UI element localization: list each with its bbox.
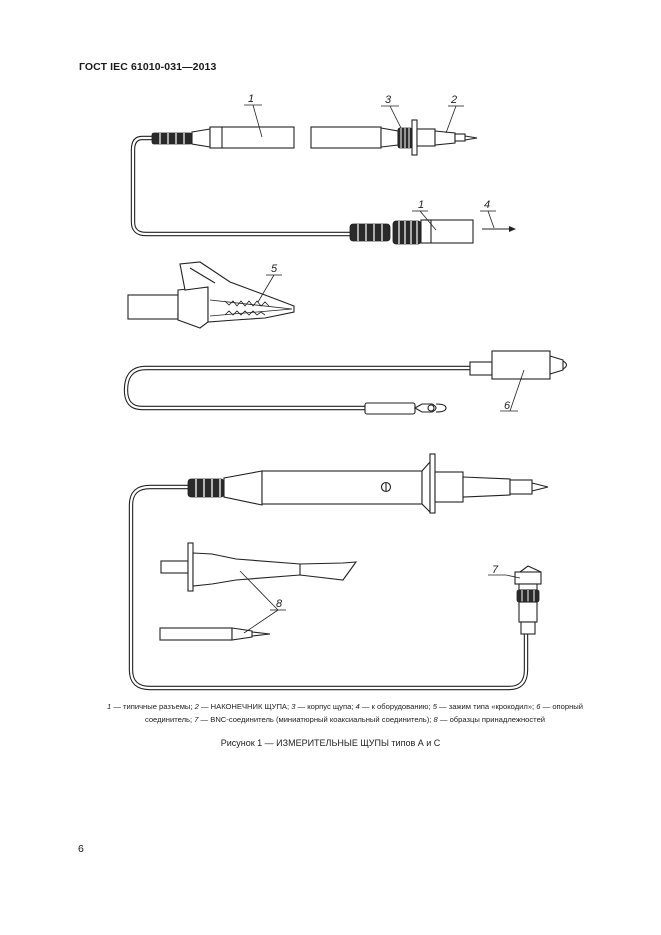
legend-num-1: 1 [106,702,112,711]
figure-caption: Рисунок 1 — ИЗМЕРИТЕЛЬНЫЕ ЩУПЫ типов А и… [220,738,441,748]
legend-text-3: — корпус щупа; [295,702,356,711]
figure-legend: 1 — типичные разъемы; 2 — НАКОНЕЧНИК ЩУП… [85,701,605,726]
legend-text-8: — образцы принадлежностей [437,714,546,724]
legend-text-1: — типичные разъемы; [111,702,195,711]
document-header: ГОСТ IEC 61010-031—2013 [79,61,217,73]
legend-num-2: 2 [194,702,199,711]
legend-num-6: 6 [536,702,541,711]
label-5: 5 [271,263,278,275]
legend-num-4: 4 [355,702,360,711]
legend-text-4: — к оборудованию; [359,702,433,711]
connector-bottom [349,219,474,245]
accessory-samples [159,542,358,641]
legend-text-6: — опорный соединитель; [144,702,583,724]
legend-text-7: — BNC-соединитель (миниатюрный коаксиаль… [198,714,434,724]
legend-num-7: 7 [194,714,199,724]
legend-text-2: — НАКОНЕЧНИК ЩУПА; [198,702,292,711]
label-3: 3 [385,94,392,106]
connector-top-left [151,126,295,149]
legend-num-3: 3 [291,702,296,711]
bnc-probe-assembly [128,453,549,691]
legend-text-5: — зажим типа «крокодил»; [436,702,537,711]
test-lead-assembly [130,119,516,245]
label-2: 2 [450,94,457,106]
label-4: 4 [484,199,490,211]
leader-lines [239,104,525,634]
legend-num-5: 5 [432,702,437,711]
crocodile-clip [127,261,295,329]
label-1-bottom: 1 [418,199,424,211]
legend-num-8: 8 [433,714,438,724]
label-6: 6 [504,400,511,412]
probe-top-right [310,119,478,156]
reference-lead [123,350,568,415]
page-number: 6 [78,843,84,855]
label-7: 7 [492,564,499,576]
label-1-top: 1 [248,93,254,105]
label-8: 8 [276,598,283,610]
